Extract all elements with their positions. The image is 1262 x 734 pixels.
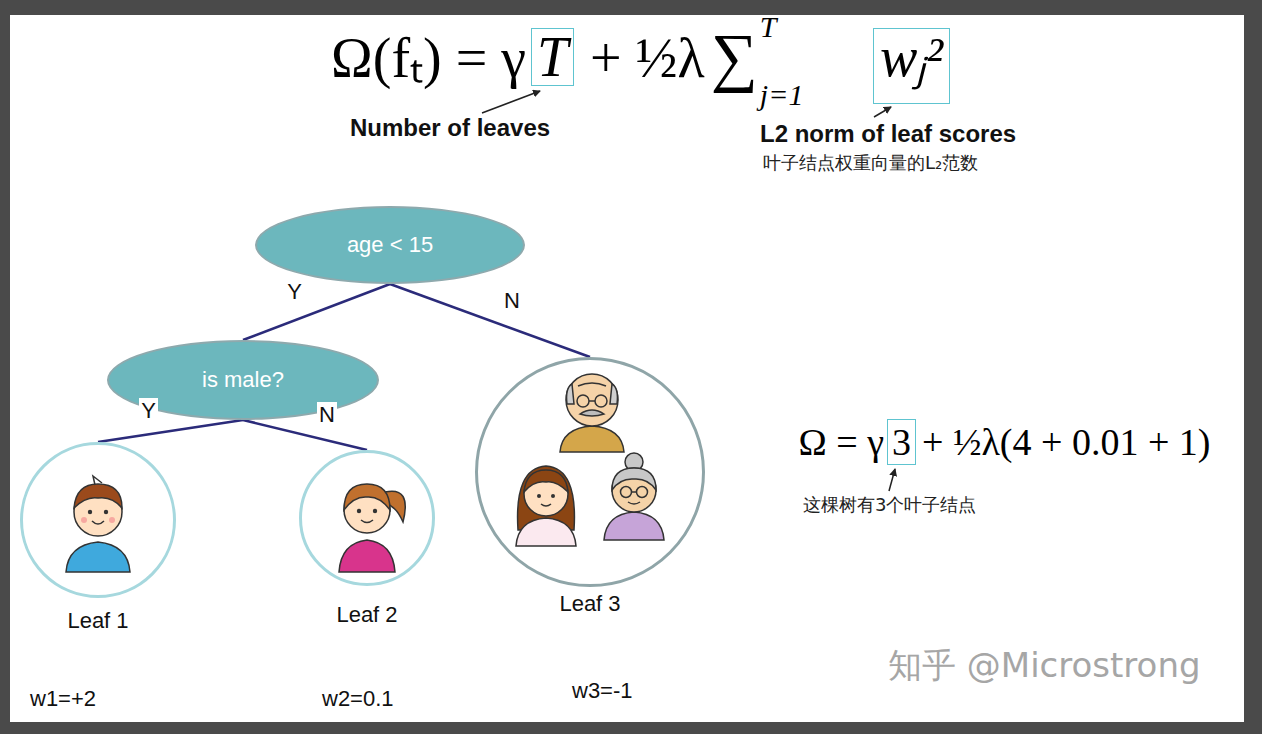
sum-limit: j=1 (760, 80, 804, 110)
annotation: L2 norm of leaf scores (760, 120, 1016, 148)
branch-label: Y (285, 279, 304, 305)
sum-sign: ∑ (711, 26, 758, 88)
watermark: 知乎 @Microstrong (888, 645, 1201, 685)
leaf-weight: w2=0.1 (322, 686, 394, 712)
boxed-term: T (531, 28, 574, 86)
sum-limit: T (760, 12, 777, 42)
formula-part: + ½λ(4 + 0.01 + 1) (922, 420, 1211, 464)
formula-part: Ω = γ (799, 420, 884, 464)
branch-label: N (317, 402, 337, 428)
branch-label: N (502, 288, 522, 314)
tree-branch (98, 420, 243, 442)
leaf-weight: w1=+2 (30, 686, 96, 712)
tree-branch (390, 284, 590, 357)
boxed-term: wⱼ² (873, 28, 950, 104)
girl-figure (339, 484, 405, 572)
boy-figure (66, 476, 130, 572)
leaf-node: Leaf 2 (299, 450, 435, 628)
leaf-label: Leaf 3 (559, 591, 620, 617)
branch-label: Y (139, 398, 158, 424)
leaf-weight: w3=-1 (572, 678, 633, 704)
decision-ellipse: age < 15 (255, 206, 525, 284)
leaf-circle (475, 357, 705, 587)
leaf-node: Leaf 3 (475, 357, 705, 617)
leaf-node: Leaf 1 (20, 442, 176, 634)
leaf-circle (20, 442, 176, 598)
boxed-term: 3 (887, 419, 916, 465)
old-man-figure (560, 374, 624, 452)
node-text: is male? (202, 367, 284, 393)
leader-line (482, 91, 895, 491)
annotation: 这棵树有3个叶子结点 (803, 494, 976, 516)
leaf-label: Leaf 1 (67, 608, 128, 634)
annotation: 叶子结点权重向量的L₂范数 (763, 152, 978, 174)
leaf-label: Leaf 2 (336, 602, 397, 628)
woman-figure (516, 466, 576, 546)
node-text: age < 15 (347, 232, 433, 258)
leaf-circle (299, 450, 435, 586)
tree-branch (243, 420, 367, 450)
old-woman-figure (604, 453, 664, 540)
annotation: Number of leaves (350, 114, 550, 142)
formula-part: Ω(fₜ) = γ (331, 30, 526, 86)
formula-part: + ½λ (590, 30, 705, 86)
tree-branch (243, 284, 390, 340)
